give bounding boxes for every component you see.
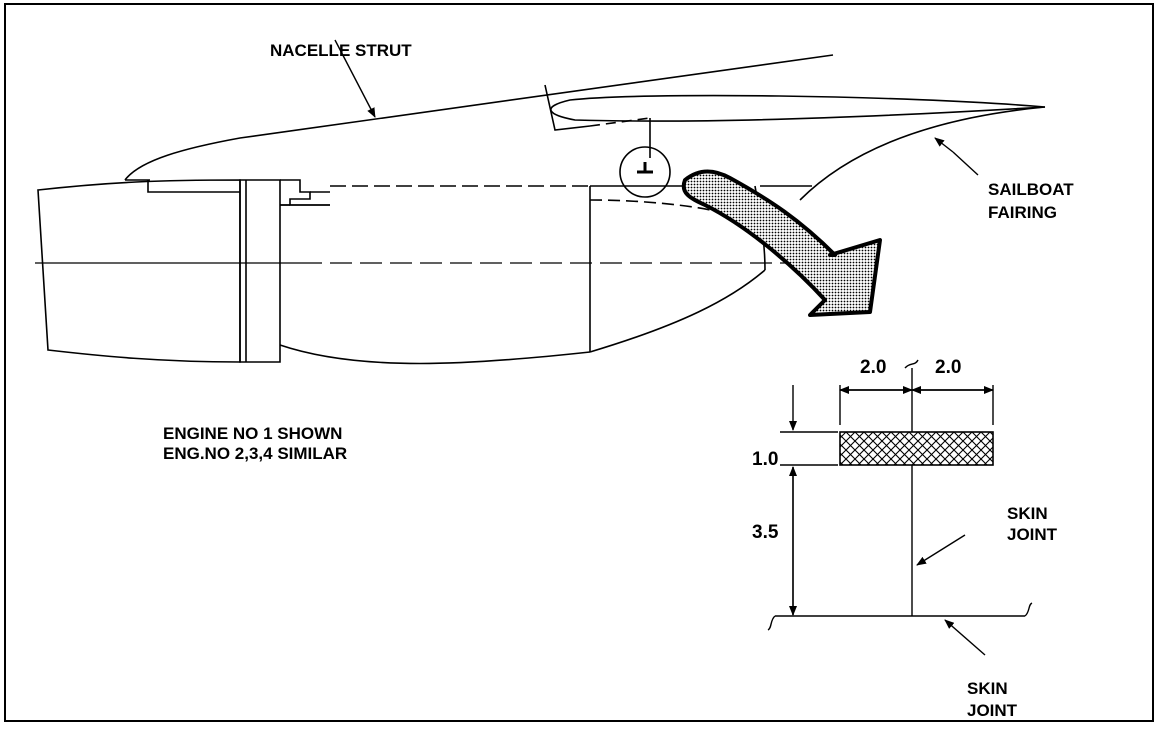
dimension-height: 1.0 bbox=[752, 449, 779, 470]
sailboat-fairing-label-line2: FAIRING bbox=[988, 203, 1057, 222]
fan-cowl-flange bbox=[239, 179, 281, 363]
nacelle-strut-label: NACELLE STRUT bbox=[270, 41, 412, 60]
skin-joint-lower-label-line2: JOINT bbox=[967, 701, 1018, 720]
dimension-width-left: 2.0 bbox=[860, 357, 887, 378]
drawing-frame bbox=[4, 3, 1154, 722]
sailboat-fairing-lower bbox=[799, 106, 1046, 201]
detail-view-arrow bbox=[681, 169, 882, 317]
nacelle-strut bbox=[124, 54, 834, 181]
dimension-offset: 3.5 bbox=[752, 522, 779, 543]
detail-callout-circle bbox=[619, 146, 671, 198]
fan-cowl-lip bbox=[147, 180, 240, 193]
strut-bracket bbox=[544, 84, 591, 131]
dimension-width-right: 2.0 bbox=[935, 357, 962, 378]
sailboat-fairing-label-line1: SAILBOAT bbox=[988, 180, 1074, 199]
inlet-cowl bbox=[37, 179, 241, 363]
engine-note-line1: ENGINE NO 1 SHOWN bbox=[163, 424, 343, 443]
core-cowl-lower bbox=[279, 344, 591, 365]
skin-joint-lower-label-line1: SKIN bbox=[967, 679, 1008, 698]
skin-joint-upper-label-line2: JOINT bbox=[1007, 525, 1058, 544]
engine-note-line2: ENG.NO 2,3,4 SIMILAR bbox=[163, 444, 348, 463]
core-cowl bbox=[280, 191, 330, 206]
skin-joint-upper-label-line1: SKIN bbox=[1007, 504, 1048, 523]
sealant-patch bbox=[839, 431, 994, 466]
